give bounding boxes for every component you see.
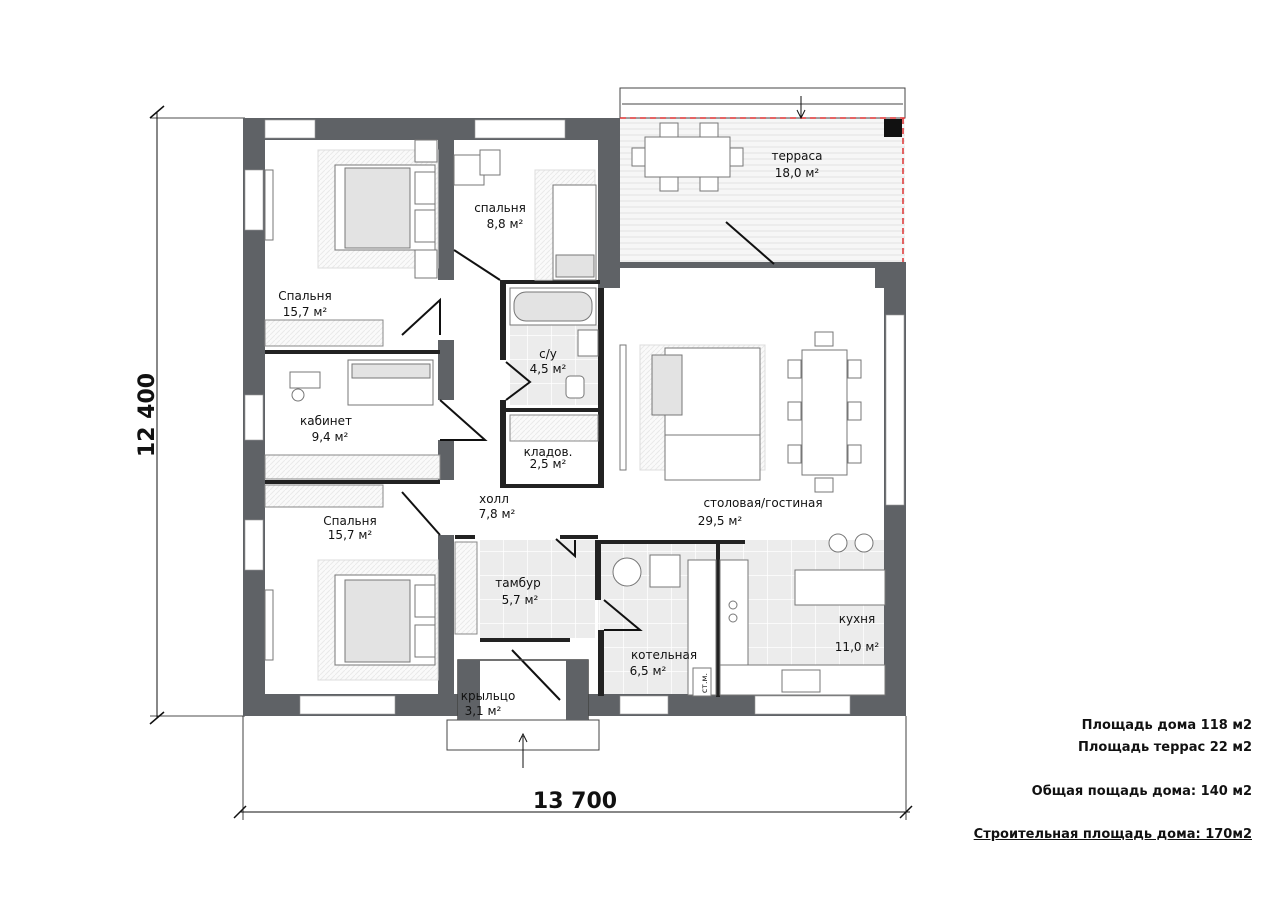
total-area-note: Общая пощадь дома: 140 м2 xyxy=(1031,784,1252,799)
boiler-mark: ст.м. xyxy=(700,673,709,693)
kitchen-area: 11,0 м² xyxy=(835,640,880,654)
office-area: 9,4 м² xyxy=(312,430,349,444)
storage-area: 2,5 м² xyxy=(530,457,567,471)
bedroom-small-label: спальня xyxy=(474,201,526,215)
bedroom-bottom-area: 15,7 м² xyxy=(328,528,373,542)
boiler-area: 6,5 м² xyxy=(630,664,667,678)
bathroom-label: с/у xyxy=(539,347,557,361)
living-label: столовая/гостиная xyxy=(703,496,822,510)
vestibule-label: тамбур xyxy=(495,576,541,590)
terrace-roof-line xyxy=(619,87,906,119)
height-dimension: 12 400 xyxy=(135,373,160,457)
bedroom-small-area: 8,8 м² xyxy=(487,217,524,231)
living-area: 29,5 м² xyxy=(698,514,743,528)
building-area-note: Строительная площадь дома: 170м2 xyxy=(973,827,1252,842)
house-area-note: Площадь дома 118 м2 xyxy=(1081,718,1252,733)
hall-area: 7,8 м² xyxy=(479,507,516,521)
exterior-walls xyxy=(243,118,906,716)
bathroom-area: 4,5 м² xyxy=(530,362,567,376)
vestibule-area: 5,7 м² xyxy=(502,593,539,607)
porch-label: крыльцо xyxy=(461,689,516,703)
boiler-label: котельная xyxy=(631,648,697,662)
bedroom-bottom-label: Спальня xyxy=(323,514,376,528)
hall-label: холл xyxy=(479,492,509,506)
terrace-label: терраса xyxy=(772,149,823,163)
bedroom-top-label: Спальня xyxy=(278,289,331,303)
furniture xyxy=(264,122,886,768)
terrace-area-note: Площадь террас 22 м2 xyxy=(1078,740,1252,755)
doors xyxy=(401,221,775,701)
room-labels: терраса 18,0 м² спальня 8,8 м² Спальня 1… xyxy=(278,149,879,718)
terrace-area: 18,0 м² xyxy=(775,166,820,180)
office-label: кабинет xyxy=(300,414,352,428)
dimension-lines xyxy=(149,105,913,820)
kitchen-label: кухня xyxy=(839,612,876,626)
bedroom-top-area: 15,7 м² xyxy=(283,305,328,319)
interior-walls xyxy=(265,140,745,697)
porch-area: 3,1 м² xyxy=(465,704,502,718)
storage-label: кладов. xyxy=(524,445,573,459)
width-dimension: 13 700 xyxy=(533,789,617,814)
